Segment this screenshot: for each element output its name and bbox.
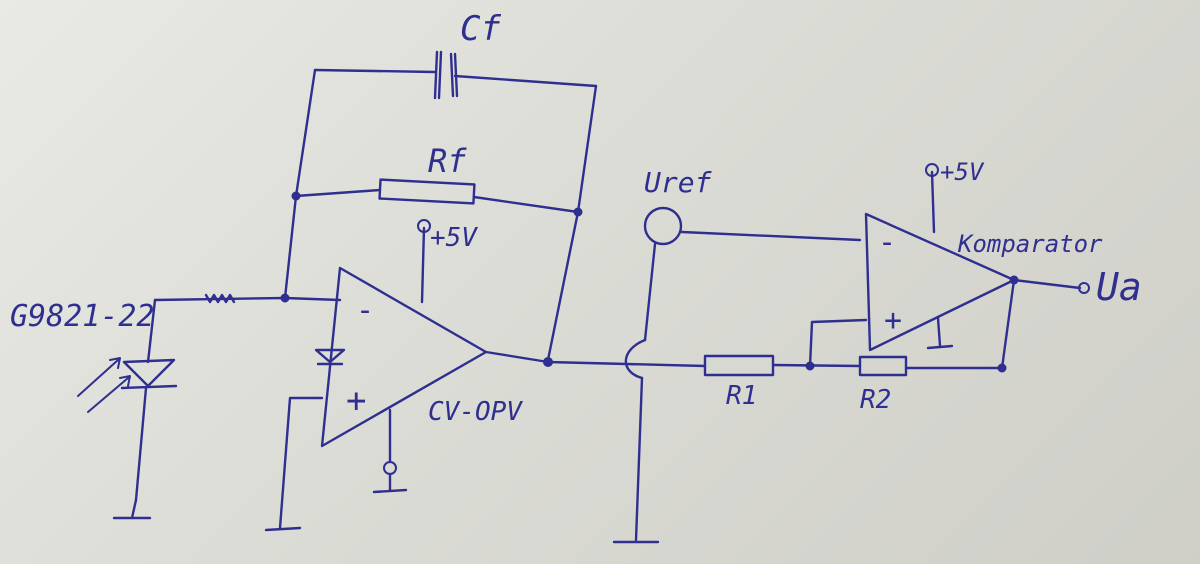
rf-resistor (291, 178, 583, 217)
cf-label: Cf (460, 9, 501, 49)
opamp-noninverting-input-sign: + (346, 381, 366, 421)
uref-node (546, 206, 862, 544)
opamp-label: CV-OPV (428, 397, 523, 427)
photodiode-label: G9821-22 (10, 299, 155, 334)
opamp-inverting-input-sign: - (356, 293, 374, 328)
r2-resistor (858, 355, 1007, 377)
cv-opamp-symbol (320, 219, 553, 494)
comparator-symbol (808, 163, 1090, 370)
comparator-label: Komparator (957, 230, 1103, 258)
comparator-supply-label: +5V (940, 158, 985, 186)
comparator-inverting-input-sign: - (878, 225, 896, 260)
r2-label: R2 (860, 385, 891, 415)
ua-label: Ua (1096, 265, 1142, 309)
r1-resistor (703, 354, 862, 377)
r1-label: R1 (726, 381, 757, 411)
opamp-supply-label: +5V (430, 223, 478, 253)
photodiode-circuit (77, 293, 346, 532)
comparator-noninverting-input-sign: + (884, 303, 902, 338)
uref-label: Uref (644, 166, 713, 199)
rf-label: Rf (428, 142, 467, 180)
cf-capacitor (283, 50, 598, 362)
